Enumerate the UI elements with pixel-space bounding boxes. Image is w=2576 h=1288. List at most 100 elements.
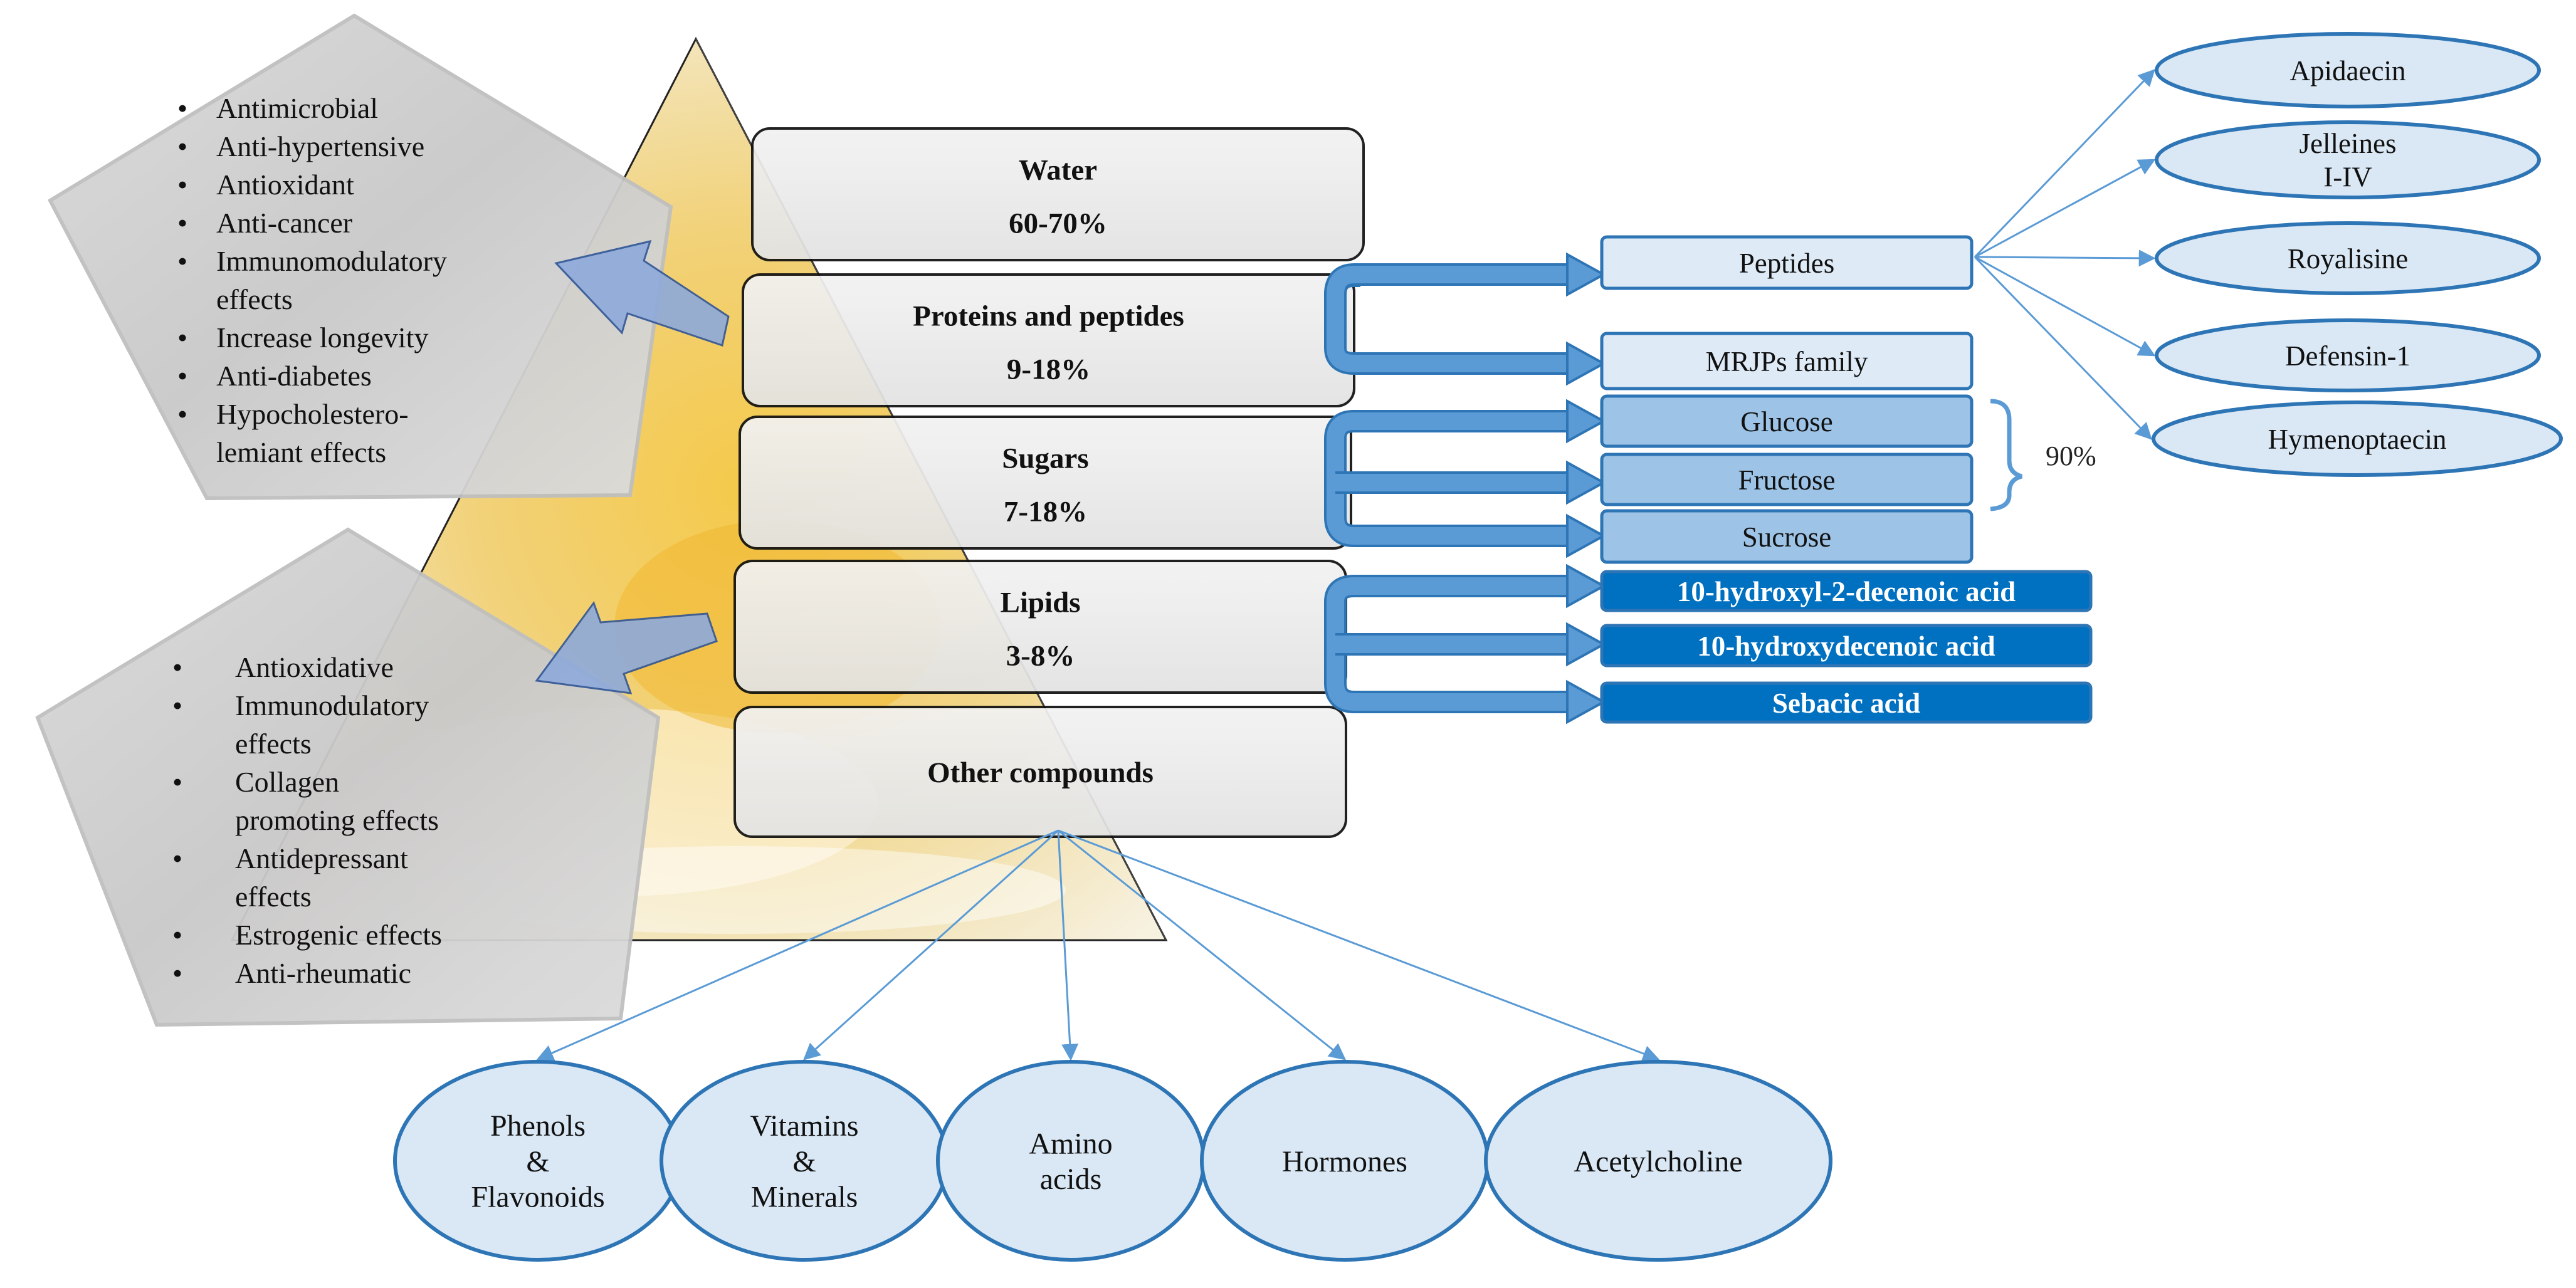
- lipid-10hda-box: 10-hydroxyl-2-decenoic acid: [1600, 570, 2093, 612]
- compound-label: Phenols&Flavonoids: [471, 1109, 604, 1213]
- connector-arrow: [536, 829, 1059, 1061]
- peptide-ellipse: [2155, 221, 2541, 295]
- branch-arrows: [1324, 252, 1607, 725]
- peptides-box: Peptides: [1600, 235, 1974, 290]
- arrowhead: [1566, 679, 1607, 725]
- level-box-5: Other compounds: [733, 706, 1347, 838]
- connector-arrow: [802, 829, 1059, 1060]
- level-box-shape: [733, 706, 1347, 838]
- effect-item: •Increase longevity: [177, 322, 428, 353]
- glucose-box: Glucose: [1600, 394, 1974, 448]
- peptide-label: Royalisine: [2288, 243, 2408, 275]
- component-box-shape: [1600, 235, 1974, 290]
- bullet: •: [172, 919, 182, 951]
- arrowhead: [1566, 622, 1607, 667]
- other-compound-2: Vitamins&Minerals: [660, 829, 1059, 1262]
- effect-item: •Hypocholestero-lemiant effects: [177, 398, 409, 468]
- effect-item: •Anti-diabetes: [177, 360, 372, 392]
- level-name: Other compounds: [927, 757, 1154, 789]
- fructose-box: Fructose: [1600, 453, 1974, 506]
- peptide-label: Hymenoptaecin: [2268, 424, 2447, 455]
- component-box-shape: [1600, 681, 2093, 724]
- peptide-5: Hymenoptaecin: [1974, 256, 2563, 477]
- other-compound-4: Hormones: [1058, 829, 1490, 1262]
- level-value: 9-18%: [1007, 353, 1090, 385]
- effect-item: • Antimicrobial: [177, 92, 378, 124]
- peptide-ellipse: [2152, 401, 2563, 477]
- component-label: Sebacic acid: [1772, 688, 1920, 719]
- effect-text: Anti-rheumatic: [235, 957, 411, 989]
- component-label: 10-hydroxyl-2-decenoic acid: [1677, 576, 2016, 607]
- level-box-4: Lipids 3-8%: [733, 560, 1347, 694]
- connector-arrow: [1974, 249, 2156, 267]
- peptide-label: Apidaecin: [2290, 55, 2406, 86]
- bullet: •: [172, 651, 182, 683]
- compound-ellipse: [1484, 1060, 1832, 1262]
- bullet: •: [172, 842, 182, 874]
- compound-ellipse: [936, 1060, 1206, 1262]
- component-box-shape: [1600, 624, 2093, 668]
- component-label: 10-hydroxydecenoic acid: [1697, 631, 1995, 662]
- level-value: 60-70%: [1009, 207, 1107, 239]
- sugar-brace: [1990, 399, 2023, 511]
- level-name: Water: [1019, 154, 1097, 186]
- arrowhead: [1566, 513, 1607, 558]
- component-box-shape: [1600, 394, 1974, 448]
- level-box-shape: [739, 416, 1352, 550]
- peptide-label: Defensin-1: [2285, 340, 2410, 372]
- connector-arrow: [1974, 159, 2156, 258]
- effect-item: •Estrogenic effects: [172, 919, 442, 951]
- protein-to-peptides-arrow: [1324, 263, 1580, 296]
- effect-text: Antimicrobial: [216, 92, 378, 124]
- other-compounds-list: Phenols&Flavonoids Vitamins&Minerals Amino…: [393, 829, 1832, 1262]
- effect-text: Antioxidative: [235, 651, 394, 683]
- effect-item: • Anti-hypertensive: [177, 130, 424, 162]
- sugars-percent-label: 90%: [2046, 441, 2096, 471]
- effect-text: Anti-hypertensive: [216, 130, 424, 162]
- level-name: Lipids: [1000, 586, 1080, 619]
- connector-arrow: [1974, 256, 2156, 357]
- protein-effects-pentagon: [48, 13, 673, 501]
- level-value: 3-8%: [1006, 639, 1075, 672]
- level-value: 7-18%: [1004, 495, 1087, 528]
- block-arrow-to-lipid-effects: [535, 600, 718, 694]
- other-compound-5: Acetylcholine: [1058, 829, 1832, 1262]
- protein-effects-list: • Antimicrobial • Anti-hypertensive • Antioxi…: [177, 92, 447, 468]
- effect-text: Anti-cancer: [216, 207, 352, 239]
- bullet: •: [177, 92, 187, 124]
- component-box-shape: [1600, 570, 2093, 612]
- lipid-to-sebacic-arrow: [1324, 602, 1580, 713]
- bullet: •: [177, 130, 187, 162]
- compound-label: Hormones: [1282, 1145, 1407, 1178]
- component-label: Peptides: [1739, 248, 1835, 279]
- lipid-sebacic-box: Sebacic acid: [1600, 681, 2093, 724]
- arrowhead: [1566, 341, 1607, 386]
- bullet: •: [177, 207, 187, 239]
- effect-text: Increase longevity: [216, 322, 428, 353]
- peptide-ellipse: [2155, 120, 2541, 199]
- sucrose-box: Sucrose: [1600, 509, 1974, 564]
- component-box-shape: [1600, 332, 1974, 390]
- arrowhead: [1566, 563, 1607, 609]
- effect-text: Antioxidant: [216, 169, 354, 201]
- peptide-ellipse: [2155, 318, 2541, 392]
- mrjps-family-box: MRJPs family: [1600, 332, 1974, 390]
- protein-to-mrjp-arrow: [1324, 264, 1580, 375]
- compound-label: Vitamins&Minerals: [750, 1109, 858, 1213]
- sugar-to-sucrose-arrow: [1324, 439, 1580, 547]
- effect-item: • Antioxidative: [172, 651, 394, 683]
- component-label: Fructose: [1738, 464, 1836, 496]
- bullet: •: [177, 360, 187, 392]
- level-name: Sugars: [1002, 442, 1088, 474]
